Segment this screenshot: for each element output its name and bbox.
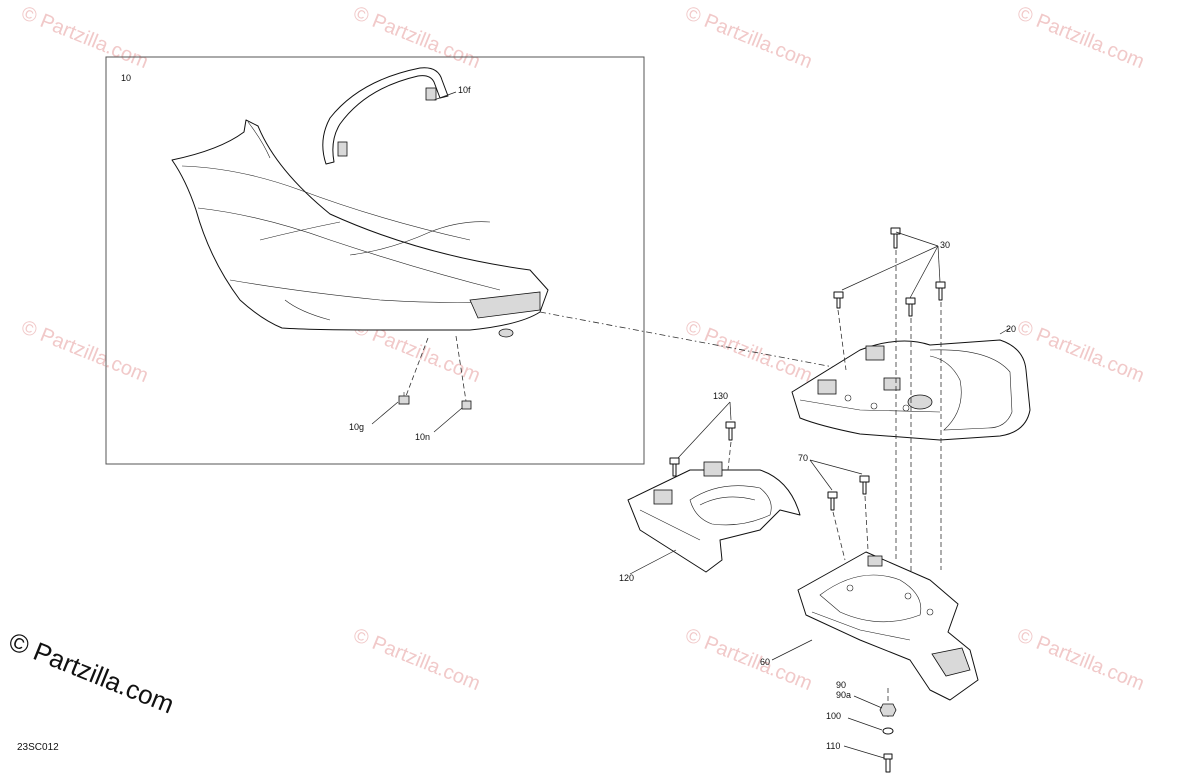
seat-fastener-guide — [405, 337, 429, 397]
callout-130: 130 — [713, 391, 728, 401]
watermark: © Partzilla.com — [682, 2, 815, 73]
callout-10: 10 — [121, 73, 131, 83]
washer-part — [882, 727, 894, 735]
watermark: © Partzilla.com — [18, 2, 151, 73]
callout-70: 70 — [798, 453, 808, 463]
callout-90a: 90a — [836, 690, 851, 700]
callout-20: 20 — [1006, 324, 1016, 334]
seat-part — [171, 119, 549, 338]
storage-bin-part — [627, 461, 801, 573]
bolt-part — [883, 753, 893, 773]
screw-guide — [837, 309, 847, 371]
watermark: © Partzilla.com — [350, 2, 483, 73]
rack-screws — [833, 227, 946, 317]
seat-fastener-10g — [398, 392, 410, 405]
bin-screw-guide — [727, 441, 732, 471]
callout-120: 120 — [619, 573, 634, 583]
support-screw-guide — [832, 511, 846, 561]
callout-10n: 10n — [415, 432, 430, 442]
seat-kit-frame — [105, 56, 645, 465]
callout-30: 30 — [940, 240, 950, 250]
rear-support-part — [797, 551, 979, 701]
watermark: © Partzilla.com — [1014, 316, 1147, 387]
watermark: © Partzilla.com — [1014, 624, 1147, 695]
diagram-code: 23SC012 — [17, 742, 59, 753]
leader-lines — [371, 91, 1011, 759]
nut-part — [879, 703, 897, 717]
seat-alignment-line — [539, 311, 861, 373]
callout-10f: 10f — [458, 85, 471, 95]
watermark: © Partzilla.com — [1014, 2, 1147, 73]
watermark: © Partzilla.com — [682, 624, 815, 695]
callout-60: 60 — [760, 657, 770, 667]
watermark: © Partzilla.com — [350, 624, 483, 695]
callout-10g: 10g — [349, 422, 364, 432]
callout-100: 100 — [826, 711, 841, 721]
seat-fastener-10n — [461, 400, 472, 410]
seat-fastener-guide — [455, 335, 467, 402]
support-screws — [827, 475, 870, 511]
callout-labels: 10 10f 10g 10n 20 30 60 70 90 90a 100 11… — [121, 73, 1016, 751]
bin-screws — [669, 421, 736, 477]
support-screw-guide — [864, 495, 869, 551]
watermark: © Partzilla.com — [18, 316, 151, 387]
seat-strap-part — [322, 67, 449, 165]
callout-110: 110 — [826, 741, 840, 751]
watermark: © Partzilla.com — [682, 316, 815, 387]
callout-90: 90 — [836, 680, 846, 690]
